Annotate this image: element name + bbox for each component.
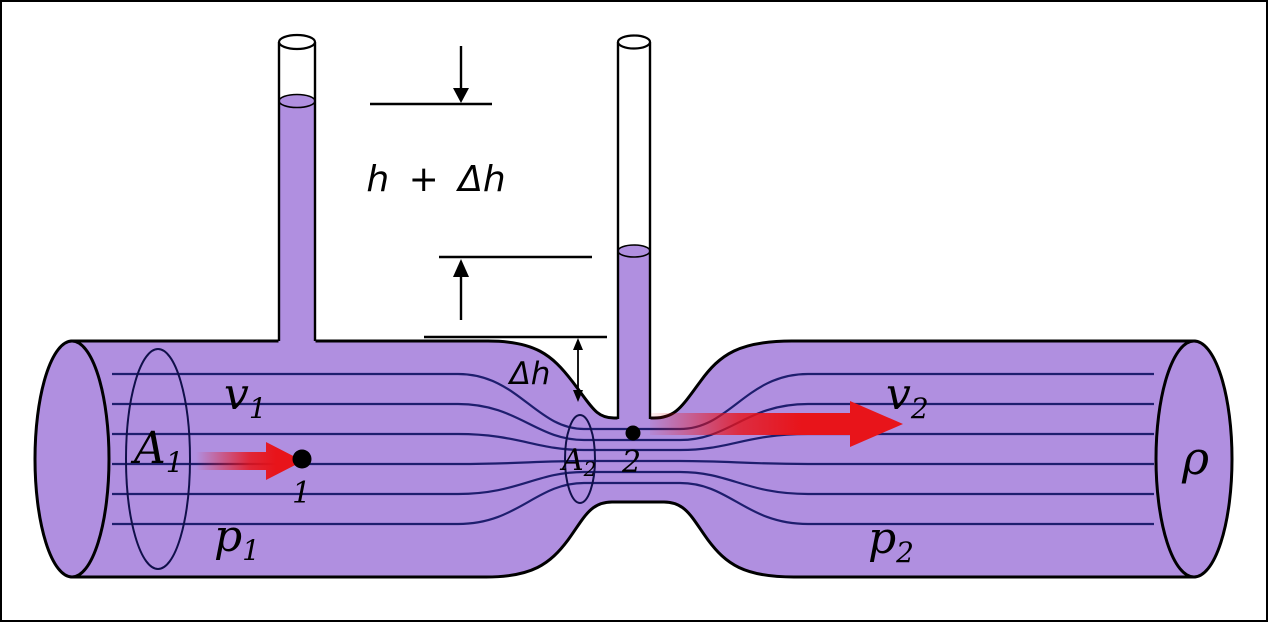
label-a2-base: A: [559, 443, 584, 478]
velocity-arrow-v1: [196, 442, 303, 480]
standpipe-left-fluid: [278, 101, 316, 347]
label-v2: v2: [886, 369, 929, 425]
label-a2-sub: 2: [583, 457, 597, 481]
point-1-dot: [292, 449, 312, 469]
label-height-delta: Δh: [508, 356, 551, 392]
label-a1-sub: 1: [166, 446, 184, 479]
label-rho: ρ: [1181, 431, 1209, 485]
down-arrow-head: [453, 88, 469, 103]
label-p1-sub: 1: [242, 534, 260, 567]
pipe-right-cap: [1154, 339, 1234, 579]
streamline: [112, 470, 1154, 496]
standpipe-right-fluid: [617, 251, 651, 428]
standpipe-right: [616, 34, 652, 428]
delta-h-arrow-head-top: [573, 338, 583, 350]
point-2-dot: [625, 425, 641, 441]
label-a1: A1: [130, 423, 184, 479]
delta-h-double-arrow: [573, 338, 583, 402]
label-p2: p2: [868, 513, 914, 569]
standpipe-right-meniscus: [617, 244, 651, 258]
up-arrow-head: [453, 259, 469, 277]
velocity-arrow-v2: [650, 401, 903, 447]
streamline: [112, 481, 1154, 526]
standpipe-left-empty: [280, 42, 314, 101]
pipe: [33, 339, 1234, 579]
streamline: [112, 432, 1154, 452]
label-p2-sub: 2: [895, 536, 914, 569]
label-p2-base: p: [868, 513, 896, 564]
standpipe-right-empty: [619, 42, 649, 251]
label-height-sum: h + Δh: [366, 159, 505, 200]
measurement-annotations: [370, 46, 607, 402]
labels: h + Δh Δh v1 A1 p1 1 A2 2 v2 p2 ρ: [130, 159, 1209, 569]
label-p1: p1: [214, 511, 260, 567]
standpipe-left-meniscus: [278, 93, 316, 109]
label-v1: v1: [224, 369, 267, 425]
label-v2-sub: 2: [910, 392, 929, 425]
standpipe-left: [277, 33, 317, 347]
label-point-1: 1: [292, 476, 311, 511]
standpipe-right-opening: [616, 34, 652, 50]
label-v2-base: v: [886, 369, 911, 420]
pipe-left-cap: [33, 339, 111, 579]
label-v1-base: v: [224, 369, 249, 420]
label-v1-sub: 1: [249, 392, 267, 425]
label-a1-base: A: [130, 423, 166, 474]
label-a2: A2: [559, 443, 596, 481]
standpipe-left-opening: [277, 33, 317, 51]
label-point-2: 2: [621, 445, 641, 480]
cross-section-a2-ellipse: [564, 414, 596, 504]
label-p1-base: p: [214, 511, 242, 562]
streamline: [112, 459, 1154, 466]
cross-section-a1-ellipse: [125, 348, 191, 570]
delta-h-arrow-head-bottom: [573, 390, 583, 402]
